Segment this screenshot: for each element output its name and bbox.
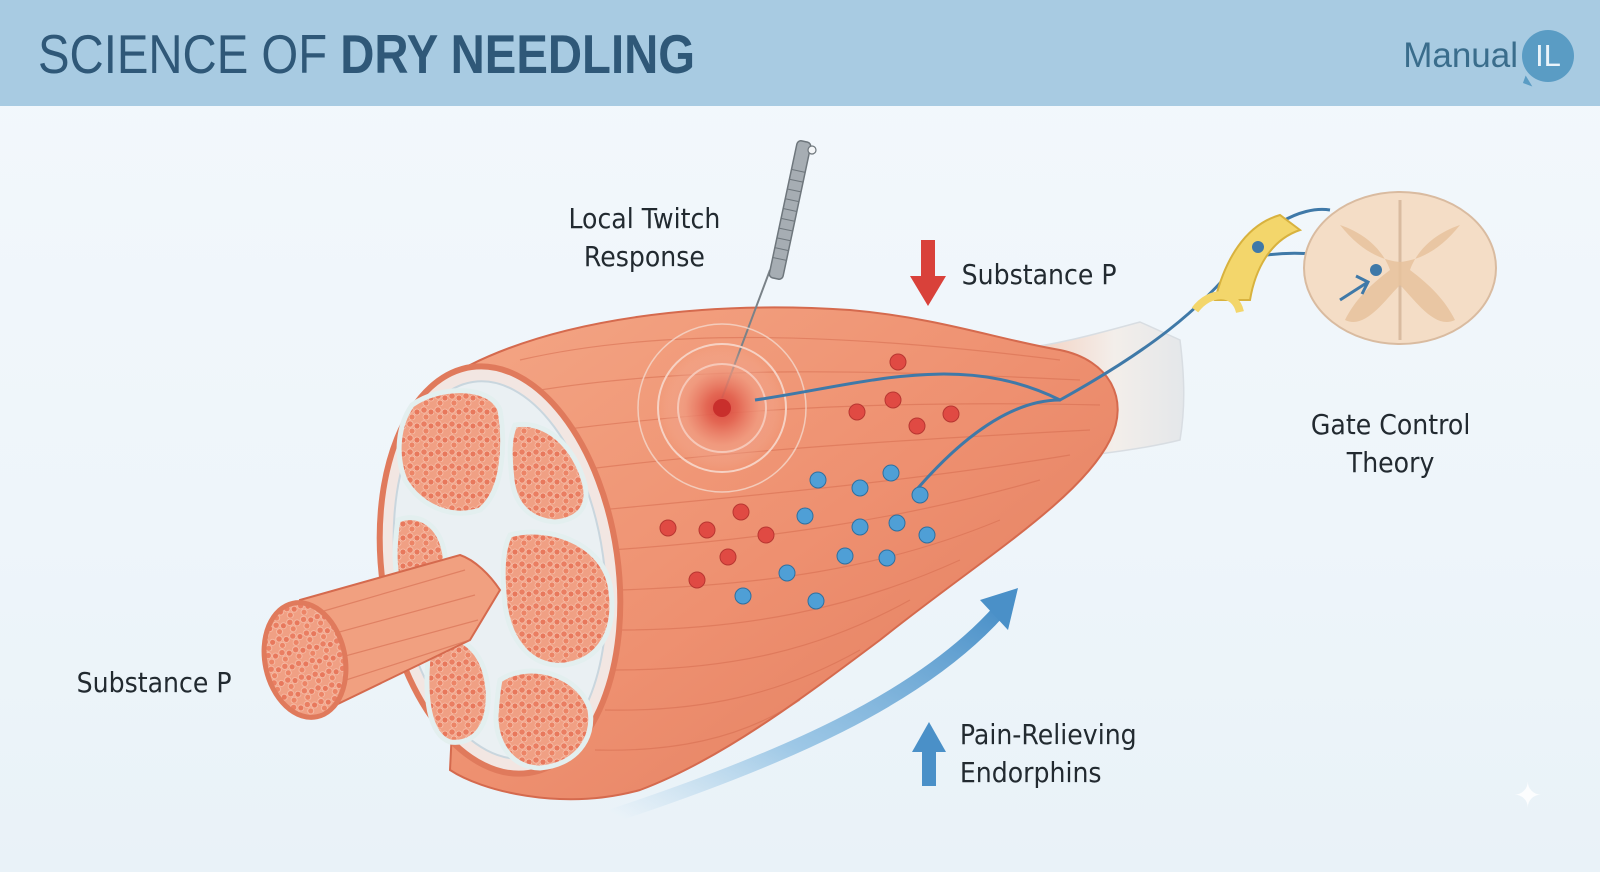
label-substance-p-down-text: Substance P bbox=[961, 258, 1117, 291]
logo-badge: IL bbox=[1522, 30, 1574, 82]
endorphin-dots bbox=[734, 464, 936, 610]
label-gate-control-line2: Theory bbox=[1346, 446, 1435, 479]
fiber-bundle-end bbox=[261, 600, 349, 720]
label-endorphins: Pain-Relieving Endorphins bbox=[960, 716, 1137, 792]
sparkle-icon: ✦ bbox=[1513, 776, 1543, 816]
header-bar: SCIENCE OF DRY NEEDLING Manual IL bbox=[0, 0, 1600, 106]
flow-arrow-head bbox=[980, 588, 1018, 630]
muscle-belly bbox=[448, 306, 1119, 801]
label-local-twitch: Local Twitch Response bbox=[568, 200, 720, 276]
label-substance-p-left: Substance P bbox=[77, 664, 232, 702]
arrow-down-icon bbox=[910, 240, 946, 306]
twitch-ripple bbox=[637, 323, 807, 493]
page-title: SCIENCE OF DRY NEEDLING bbox=[38, 24, 695, 84]
spinal-cord-icon bbox=[1191, 191, 1497, 345]
label-endorphins-line1: Pain-Relieving bbox=[959, 718, 1137, 751]
title-light: SCIENCE OF bbox=[38, 23, 341, 85]
title-bold: DRY NEEDLING bbox=[340, 23, 696, 85]
substance-p-dots bbox=[659, 353, 960, 589]
label-substance-p-left-text: Substance P bbox=[76, 666, 232, 699]
muscle-fibers bbox=[519, 336, 1101, 751]
label-gate-control: Gate Control Theory bbox=[1311, 406, 1470, 482]
label-local-twitch-line1: Local Twitch bbox=[568, 202, 721, 235]
label-local-twitch-line2: Response bbox=[583, 240, 705, 273]
arrow-up-icon bbox=[912, 722, 946, 786]
label-substance-p-down: Substance P bbox=[962, 256, 1117, 294]
flow-arrow bbox=[608, 603, 1007, 822]
label-gate-control-line1: Gate Control bbox=[1310, 408, 1471, 441]
brand-logo: Manual IL bbox=[1403, 28, 1574, 84]
label-endorphins-line2: Endorphins bbox=[959, 756, 1102, 789]
fiber-bundle bbox=[298, 553, 502, 717]
logo-wordmark: Manual bbox=[1403, 36, 1518, 75]
